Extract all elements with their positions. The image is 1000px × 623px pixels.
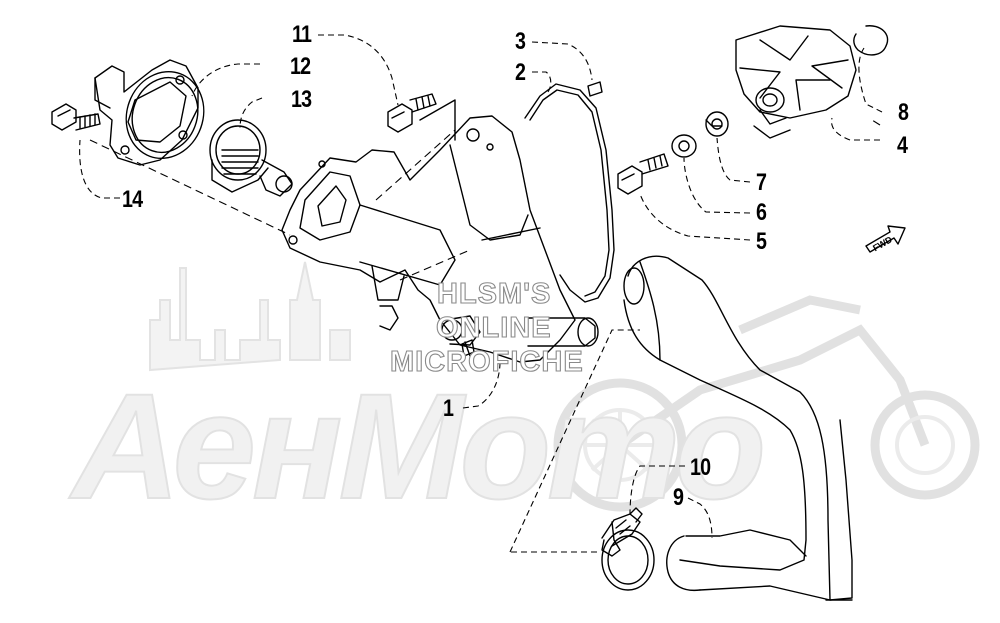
- dowel-pin: [461, 339, 475, 357]
- watermark-line-3: MICROFICHE: [389, 345, 584, 378]
- bolt-part-14: [51, 103, 101, 131]
- callout-6: 6: [756, 199, 767, 226]
- watermark-line-2: ONLINE: [435, 311, 552, 344]
- leader-lines: [79, 34, 883, 553]
- thermostat-part-13: [209, 119, 293, 197]
- gasket-part-12: [125, 70, 205, 160]
- callout-13: 13: [291, 86, 312, 113]
- coolant-hose-part-9: [623, 255, 853, 601]
- nut-part-7: [705, 111, 729, 137]
- callout-2: 2: [515, 59, 526, 86]
- washer-part-6: [671, 134, 697, 158]
- fwd-label: FWD: [871, 234, 894, 253]
- forward-direction-arrow: [865, 225, 906, 253]
- hose-clamp-part-10: [601, 507, 655, 591]
- impeller-part-4: [735, 25, 857, 139]
- assembly-axis-lines: [89, 119, 881, 281]
- callout-5: 5: [756, 228, 767, 255]
- callout-3: 3: [515, 28, 526, 55]
- water-pump-housing-part-1: [281, 99, 599, 363]
- callout-10: 10: [690, 454, 711, 481]
- circlip-part-8: [853, 25, 889, 56]
- bolt-part-11: [387, 93, 437, 133]
- callout-14: 14: [122, 186, 143, 213]
- callout-12: 12: [290, 53, 311, 80]
- callout-7: 7: [756, 169, 767, 196]
- pin-part-3: [587, 81, 603, 97]
- callout-8: 8: [898, 99, 909, 126]
- callout-9: 9: [673, 484, 684, 511]
- thermostat-housing-cover: [94, 59, 199, 166]
- callout-4: 4: [897, 132, 908, 159]
- watermark-line-1: HLSM'S: [436, 277, 552, 310]
- bolt-part-5: [617, 153, 669, 195]
- gasket-part-2: [524, 83, 615, 303]
- callout-11: 11: [292, 21, 312, 48]
- callout-1: 1: [443, 395, 454, 422]
- watermark-logo-text: АенМото: [71, 361, 767, 531]
